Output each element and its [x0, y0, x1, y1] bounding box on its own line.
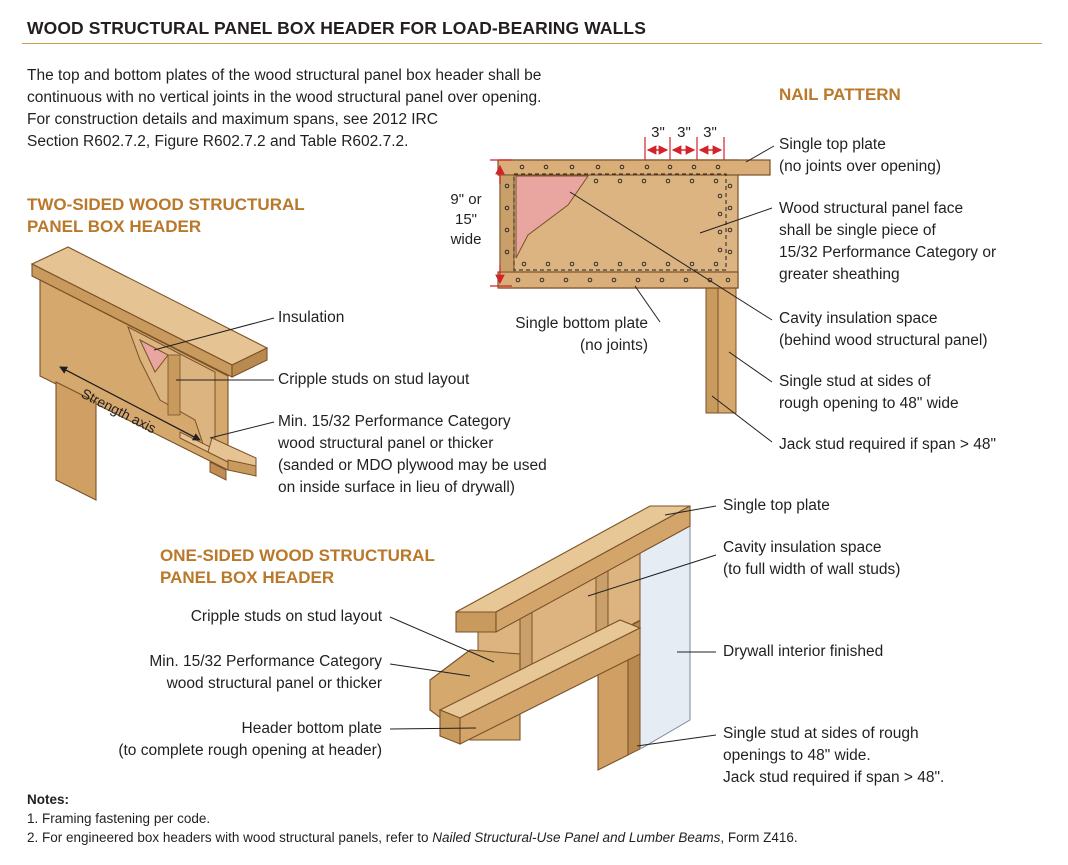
- top-plate: [497, 159, 771, 176]
- height-line: wide: [450, 231, 482, 248]
- height-label: 9" or 15" wide: [436, 190, 496, 250]
- heading-line: PANEL BOX HEADER: [160, 568, 335, 587]
- label-line: Min. 15/32 Performance Category: [149, 653, 382, 670]
- label-one-bottom-plate: Header bottom plate (to complete rough o…: [40, 718, 382, 762]
- notes-heading: Notes:: [27, 792, 70, 807]
- label-jack-stud: Jack stud required if span > 48": [779, 436, 997, 453]
- title-rule: [22, 43, 1042, 44]
- note-item: 2. For engineered box headers with wood …: [27, 828, 798, 847]
- spacing-label: 3": [677, 124, 691, 141]
- insulation-cutaway: [515, 175, 589, 259]
- label-line: Cavity insulation space: [779, 310, 938, 327]
- note-tail: , Form Z416.: [720, 830, 798, 845]
- label-panel-face: Wood structural panel face shall be sing…: [779, 198, 996, 286]
- nail-boundary: [513, 173, 727, 271]
- page-title: WOOD STRUCTURAL PANEL BOX HEADER FOR LOA…: [27, 18, 646, 38]
- label-panel: Min. 15/32 Performance Category wood str…: [278, 411, 547, 499]
- intro-line: continuous with no vertical joints in th…: [27, 89, 542, 106]
- label-one-cavity: Cavity insulation space (to full width o…: [723, 537, 900, 581]
- label-line: (to full width of wall studs): [723, 561, 901, 578]
- label-line: (no joints over opening): [779, 158, 941, 175]
- heading-line: ONE-SIDED WOOD STRUCTURAL: [160, 546, 435, 565]
- spacing-label: 3": [651, 124, 665, 141]
- label-line: Cavity insulation space: [723, 539, 882, 556]
- label-bottom-plate: Single bottom plate (no joints): [480, 313, 648, 357]
- intro-line: The top and bottom plates of the wood st…: [27, 67, 542, 84]
- nail-pattern-heading: NAIL PATTERN: [779, 85, 901, 104]
- label-line: (behind wood structural panel): [779, 332, 988, 349]
- height-line: 9" or: [450, 191, 482, 208]
- label-line: rough opening to 48" wide: [779, 395, 959, 412]
- two-sided-figure: [30, 246, 275, 501]
- label-line: (to complete rough opening at header): [118, 742, 382, 759]
- label-cripple-studs: Cripple studs on stud layout: [278, 371, 470, 388]
- label-line: (no joints): [579, 337, 648, 354]
- note-item: 1. Framing fastening per code.: [27, 811, 211, 826]
- nail-dots: [504, 164, 733, 283]
- left-stud: [499, 174, 515, 273]
- nail-leaders: [569, 145, 775, 443]
- label-line: Single stud at sides of: [779, 373, 931, 390]
- intro-text: The top and bottom plates of the wood st…: [27, 65, 541, 153]
- label-line: Jack stud required if span > 48".: [723, 769, 945, 786]
- one-sided-heading: ONE-SIDED WOOD STRUCTURAL PANEL BOX HEAD…: [160, 545, 435, 589]
- label-one-stud: Single stud at sides of rough openings t…: [723, 723, 944, 789]
- label-line: Single bottom plate: [515, 315, 648, 332]
- heading-line: TWO-SIDED WOOD STRUCTURAL: [27, 195, 305, 214]
- bottom-plate: [497, 271, 739, 289]
- label-line: wood structural panel or thicker: [278, 435, 494, 452]
- note-text: 2. For engineered box headers with wood …: [27, 830, 433, 845]
- notes: Notes: 1. Framing fastening per code. 2.…: [27, 790, 798, 847]
- label-line: Wood structural panel face: [779, 200, 964, 217]
- height-line: 15": [454, 211, 477, 228]
- label-line: on inside surface in lieu of drywall): [278, 479, 515, 496]
- label-line: 15/32 Performance Category or: [779, 244, 997, 261]
- label-one-cripple: Cripple studs on stud layout: [190, 608, 382, 625]
- label-line: greater sheathing: [779, 266, 900, 283]
- label-line: Single top plate: [779, 136, 886, 153]
- heading-line: PANEL BOX HEADER: [27, 217, 202, 236]
- note-reference: Nailed Structural-Use Panel and Lumber B…: [432, 830, 721, 845]
- label-one-panel: Min. 15/32 Performance Category wood str…: [60, 651, 382, 695]
- one-sided-figure: [389, 505, 717, 771]
- label-line: Single stud at sides of rough: [723, 725, 919, 742]
- spacing-dimension: [644, 137, 725, 160]
- nail-pattern-figure: [490, 137, 775, 443]
- intro-line: For construction details and maximum spa…: [27, 111, 438, 128]
- label-line: Min. 15/32 Performance Category: [278, 413, 511, 430]
- label-line: Header bottom plate: [241, 720, 382, 737]
- label-line: (sanded or MDO plywood may be used: [278, 457, 547, 474]
- intro-line: Section R602.7.2, Figure R602.7.2 and Ta…: [27, 133, 409, 150]
- label-top-plate: Single top plate (no joints over opening…: [779, 134, 941, 178]
- label-one-drywall: Drywall interior finished: [723, 643, 884, 660]
- label-cavity: Cavity insulation space (behind wood str…: [779, 308, 988, 352]
- label-line: shall be single piece of: [779, 222, 936, 239]
- height-dimension: [490, 159, 512, 287]
- label-line: wood structural panel or thicker: [166, 675, 382, 692]
- label-line: openings to 48" wide.: [723, 747, 871, 764]
- label-one-top-plate: Single top plate: [723, 497, 830, 514]
- two-sided-heading: TWO-SIDED WOOD STRUCTURAL PANEL BOX HEAD…: [27, 194, 305, 238]
- label-single-stud: Single stud at sides of rough opening to…: [779, 371, 959, 415]
- spacing-label: 3": [703, 124, 717, 141]
- label-insulation: Insulation: [278, 309, 345, 326]
